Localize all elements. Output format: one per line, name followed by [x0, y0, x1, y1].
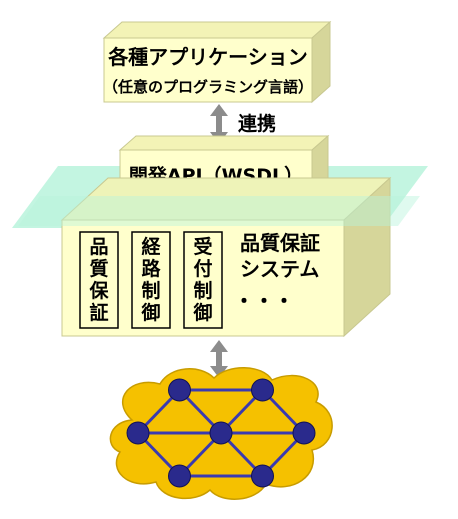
module-admission-char-2: 付: [193, 257, 212, 280]
applications-title: 各種アプリケーション: [107, 45, 308, 69]
system-title-line-2: システム: [240, 257, 319, 281]
network-arrow: [210, 340, 228, 378]
network-nodes: [126, 378, 316, 488]
plane-front: [18, 196, 420, 226]
network-node: [209, 421, 233, 445]
module-admission-control: 受 付 制 御: [183, 231, 223, 329]
module-quality-char-2: 質: [89, 257, 108, 280]
module-quality-char-3: 保: [88, 279, 109, 302]
network-cloud: [109, 367, 333, 500]
applications-box-top: [102, 21, 332, 39]
network-node: [168, 378, 191, 402]
module-route-char-2: 路: [141, 257, 161, 280]
api-box-top: [118, 135, 330, 151]
applications-box-face: [103, 37, 313, 103]
module-quality-char-4: 証: [89, 301, 108, 324]
network-node: [292, 421, 316, 445]
system-title-line-1: 品質保証: [240, 231, 320, 255]
module-route-char-1: 経: [141, 235, 161, 258]
module-route-char-4: 御: [140, 301, 160, 324]
module-admission-char-1: 受: [193, 235, 212, 258]
network-node: [251, 378, 274, 402]
modules-ellipsis: ・・・: [234, 289, 294, 313]
network-node: [168, 464, 191, 488]
module-route-char-3: 制: [141, 279, 160, 302]
module-admission-char-3: 制: [193, 279, 212, 302]
network-node: [126, 421, 150, 445]
applications-subtitle: （任意のプログラミング言語）: [103, 78, 313, 96]
link-label: 連携: [238, 112, 276, 135]
module-quality-char-1: 品: [89, 236, 108, 258]
module-admission-char-4: 御: [192, 301, 212, 324]
applications-box: 各種アプリケーション （任意のプログラミング言語）: [102, 20, 332, 104]
module-route-control: 経 路 制 御: [131, 231, 171, 329]
network-node: [251, 464, 274, 488]
module-quality: 品 質 保 証: [79, 231, 119, 329]
